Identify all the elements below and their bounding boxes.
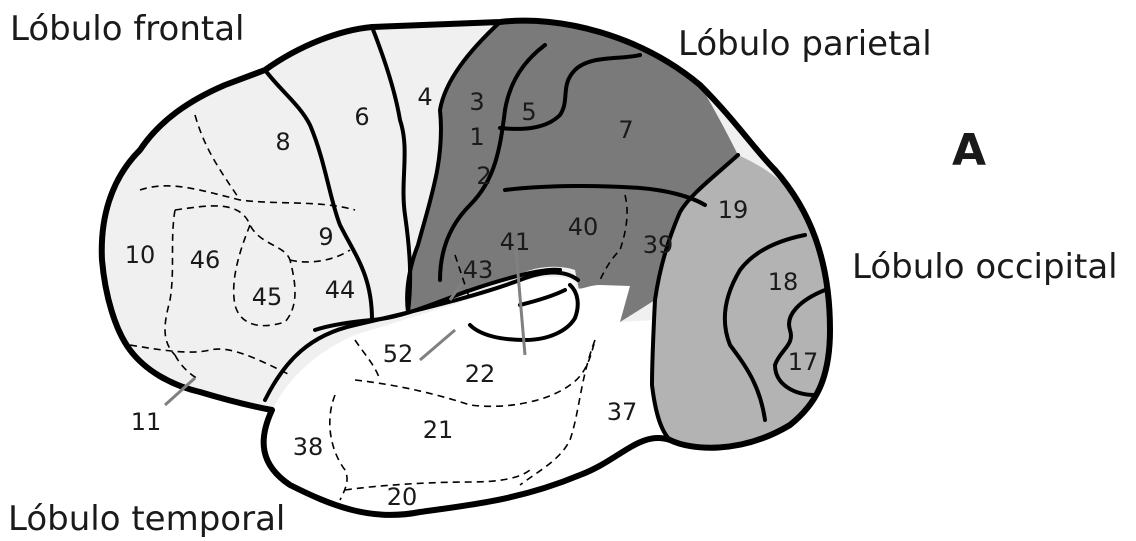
panel-letter: A: [952, 125, 986, 176]
area-19-label: 19: [718, 196, 749, 224]
area-2-label: 2: [476, 162, 491, 190]
area-40-label: 40: [568, 213, 599, 241]
area-21-label: 21: [423, 416, 454, 444]
area-46-label: 46: [190, 246, 221, 274]
area-17-label: 17: [788, 348, 819, 376]
area-4-label: 4: [417, 83, 432, 111]
area-7-label: 7: [618, 116, 633, 144]
area-9-label: 9: [318, 223, 333, 251]
area-5-label: 5: [521, 98, 536, 126]
label-frontal-lobe: Lóbulo frontal: [10, 9, 245, 49]
area-52-label: 52: [383, 340, 414, 368]
area-11-label: 11: [131, 408, 162, 436]
area-38-label: 38: [293, 433, 324, 461]
area-10-label: 10: [125, 241, 156, 269]
area-22-label: 22: [465, 360, 496, 388]
area-20-label: 20: [387, 483, 418, 511]
area-44-label: 44: [325, 276, 356, 304]
label-temporal-lobe: Lóbulo temporal: [8, 499, 285, 539]
area-3-label: 3: [469, 88, 484, 116]
area-8-label: 8: [275, 128, 290, 156]
area-41-label: 41: [500, 228, 531, 256]
area-1-label: 1: [469, 123, 484, 151]
area-43-label: 43: [463, 256, 494, 284]
area-18-label: 18: [768, 268, 799, 296]
area-45-label: 45: [252, 283, 283, 311]
area-39-label: 39: [643, 231, 674, 259]
area-37-label: 37: [607, 398, 638, 426]
area-6-label: 6: [354, 103, 369, 131]
label-occipital-lobe: Lóbulo occipital: [852, 247, 1118, 287]
label-parietal-lobe: Lóbulo parietal: [678, 24, 932, 64]
